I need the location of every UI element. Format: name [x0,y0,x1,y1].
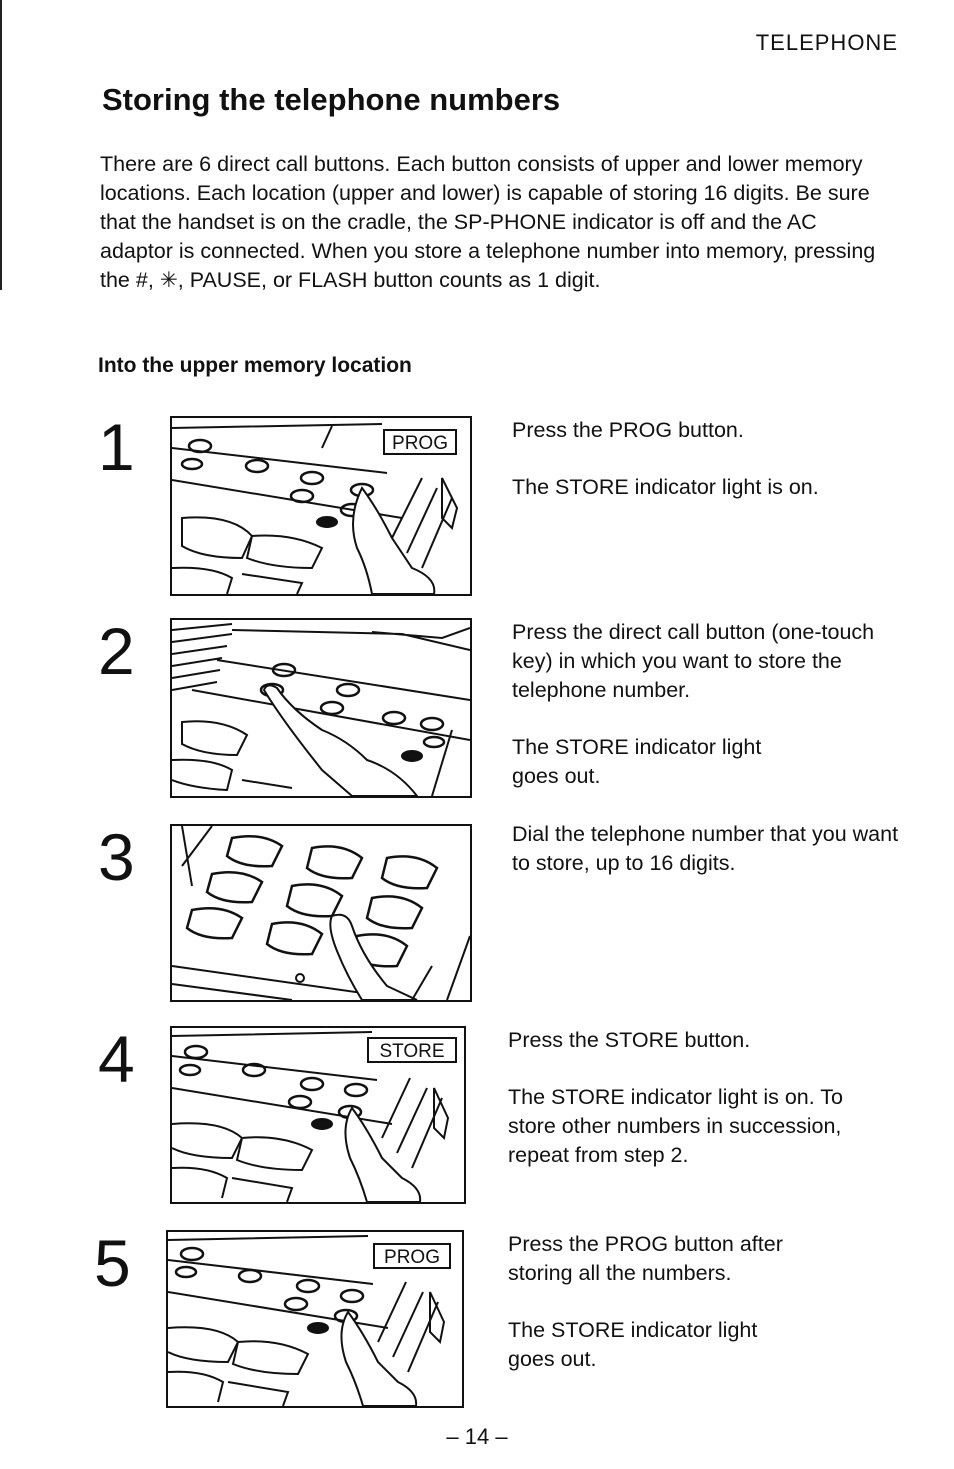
step-number: 3 [98,820,135,894]
step-number: 1 [98,410,135,484]
step-text: Dial the telephone number that you want … [512,820,912,906]
step-instruction: Press the PROG button after storing all … [508,1232,783,1285]
section-header: TELEPHONE [755,30,898,55]
subheading: Into the upper memory location [98,354,412,377]
step-number: 5 [94,1226,131,1300]
step-text: Press the STORE button. The STORE indica… [508,1026,908,1198]
step-text: Press the direct call button (one-touch … [512,618,912,819]
step-text: Press the PROG button. The STORE indicat… [512,416,912,530]
step-number: 2 [98,614,135,688]
step-text: Press the PROG button after storing all … [508,1230,908,1402]
step-instruction: Press the direct call button (one-touch … [512,620,875,702]
step-illustration-direct-call [170,618,472,798]
step-illustration-prog: PROG [170,416,472,596]
step-instruction: Press the PROG button. [512,418,744,442]
step-result: The STORE indicator light goes out. [512,735,762,788]
step-result: The STORE indicator light is on. [512,475,819,499]
step-result: The STORE indicator light goes out. [508,1318,758,1371]
step-instruction: Dial the telephone number that you want … [512,822,899,875]
intro-paragraph: There are 6 direct call buttons. Each bu… [100,152,876,292]
store-button-label: STORE [379,1041,444,1062]
prog-button-label: PROG [392,433,448,454]
page-title: Storing the telephone numbers [102,82,561,117]
step-instruction: Press the STORE button. [508,1028,751,1052]
step-illustration-store: STORE [170,1026,466,1204]
prog-button-label: PROG [384,1247,440,1268]
step-number: 4 [98,1022,135,1096]
page-number: – 14 – [446,1424,508,1449]
step-illustration-prog-finish: PROG [166,1230,464,1408]
step-result: The STORE indicator light is on. To stor… [508,1085,844,1167]
page-margin-line [0,0,2,290]
step-illustration-dial-pad [170,824,472,1002]
